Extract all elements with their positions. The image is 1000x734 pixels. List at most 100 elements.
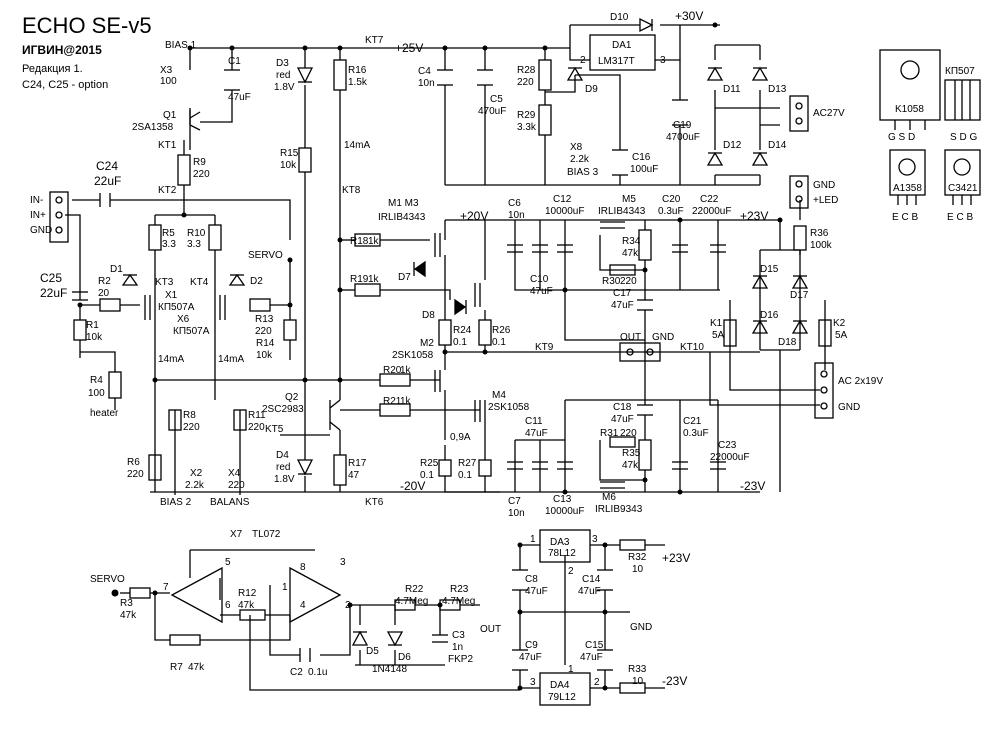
rail-p25: +25V: [395, 41, 423, 55]
value-r5: 3.3: [162, 239, 176, 250]
value-c5: 470uF: [478, 106, 506, 117]
value-x3: 100: [160, 76, 177, 87]
label-m1m3: M1 M3: [388, 198, 419, 209]
value-c23: 22000uF: [710, 452, 749, 463]
value-r1: 10k: [86, 332, 103, 343]
label-r8: R8: [183, 410, 196, 421]
value-r24: 0.1: [453, 337, 467, 348]
label-m5: M5: [622, 194, 636, 205]
diode-symbols: [121, 17, 809, 647]
net-in-plus: IN+: [30, 210, 46, 221]
value-r30: 220: [620, 276, 637, 287]
value-c20: 0.3uF: [658, 206, 684, 217]
label-r11: R11: [248, 410, 266, 421]
label-x4: X4: [228, 468, 241, 479]
label-c14: C14: [582, 574, 601, 585]
net-bias3: BIAS 3: [567, 167, 599, 178]
pin-u-1: 1: [282, 582, 288, 593]
label-x8: X8: [570, 142, 583, 153]
value-c10: 47uF: [530, 286, 553, 297]
label-d3: D3: [276, 58, 289, 69]
net-servo: SERVO: [248, 250, 283, 261]
label-c12: C12: [553, 194, 572, 205]
pinout-part-c3421: C3421: [948, 183, 978, 194]
pin-u-4: 4: [300, 600, 306, 611]
value-c7: 10n: [508, 508, 525, 519]
value-c25: 22uF: [40, 286, 67, 300]
net-gnd-in: GND: [30, 225, 52, 236]
pinout-pins-c3421: E C B: [947, 212, 973, 223]
value-c12: 10000uF: [545, 206, 584, 217]
value-r25: 0.1: [420, 470, 434, 481]
value-c8: 47uF: [525, 586, 548, 597]
label-c20: C20: [662, 194, 681, 205]
pin-da1-2: 2: [580, 55, 586, 66]
kt8-label: KT8: [342, 185, 361, 196]
label-r35: R35: [622, 448, 641, 459]
value-r6: 220: [127, 469, 144, 480]
value-m4: 2SK1058: [488, 402, 530, 413]
label-r29: R29: [517, 110, 536, 121]
label-x3: X3: [160, 65, 173, 76]
value-r10: 3.3: [187, 239, 201, 250]
label-r19: R19: [350, 274, 369, 285]
kt10-label: KT10: [680, 342, 704, 353]
value-x7: TL072: [252, 529, 281, 540]
pin-da4-1: 1: [568, 664, 574, 675]
value-r31: 220: [620, 428, 637, 439]
value-c4: 10n: [418, 78, 435, 89]
label-r4: R4: [90, 375, 103, 386]
label-d15: D15: [760, 264, 779, 275]
label-d1: D1: [110, 264, 123, 275]
label-r24: R24: [453, 325, 472, 336]
label-r6: R6: [127, 457, 140, 468]
label-r28: R28: [517, 65, 536, 76]
kt2-label: KT2: [158, 185, 177, 196]
value-c14: 47uF: [578, 586, 601, 597]
value-d3: red: [276, 70, 290, 81]
net-gnd-out: GND: [652, 332, 674, 343]
value-da1: LM317T: [598, 56, 635, 67]
value-c18: 47uF: [611, 414, 634, 425]
label-r5: R5: [162, 228, 175, 239]
value-q1: 2SA1358: [132, 122, 174, 133]
label-x2: X2: [190, 468, 203, 479]
label-d7: D7: [398, 272, 411, 283]
pinout-pins-k1058: G S D: [888, 132, 915, 143]
value-c11: 47uF: [525, 428, 548, 439]
current-i3: 14mA: [344, 140, 370, 151]
pin-da3-2: 2: [568, 566, 574, 577]
kt3-label: KT3: [155, 277, 174, 288]
pin-u-8: 8: [300, 562, 306, 573]
value-r15: 10k: [280, 160, 297, 171]
label-d6: D6: [398, 652, 411, 663]
revision-label: Редакция 1.: [22, 63, 83, 75]
value-c2: 0.1u: [308, 667, 327, 678]
kt1-label: KT1: [158, 140, 177, 151]
value-r20: 1k: [400, 365, 412, 376]
label-d12: D12: [723, 140, 742, 151]
label-c6: C6: [508, 198, 521, 209]
value-r14: 10k: [256, 350, 273, 361]
value-r7: 47k: [188, 662, 205, 673]
rail-labels: +30V +25V +23V +20V -20V -23V +23V -23V: [395, 9, 768, 688]
label-r10: R10: [187, 228, 206, 239]
schematic-title: ECHO SE-v5: [22, 13, 152, 38]
value-r2: 20: [98, 288, 110, 299]
rail-p23b: +23V: [662, 551, 690, 565]
label-c5: C5: [490, 94, 503, 105]
label-r21: R21: [383, 396, 402, 407]
label-r12: R12: [238, 588, 257, 599]
label-r22: R22: [405, 584, 424, 595]
net-out: OUT: [620, 332, 641, 343]
label-d4: D4: [276, 450, 289, 461]
transistor-symbols: [144, 108, 625, 489]
label-d9: D9: [585, 84, 598, 95]
label-r36: R36: [810, 228, 829, 239]
label-c18: C18: [613, 402, 632, 413]
label-c16: C16: [632, 152, 651, 163]
label-r13: R13: [255, 314, 274, 325]
label-r14: R14: [256, 338, 275, 349]
value-k2: 5A: [835, 330, 848, 341]
type-c3: FKP2: [448, 654, 473, 665]
